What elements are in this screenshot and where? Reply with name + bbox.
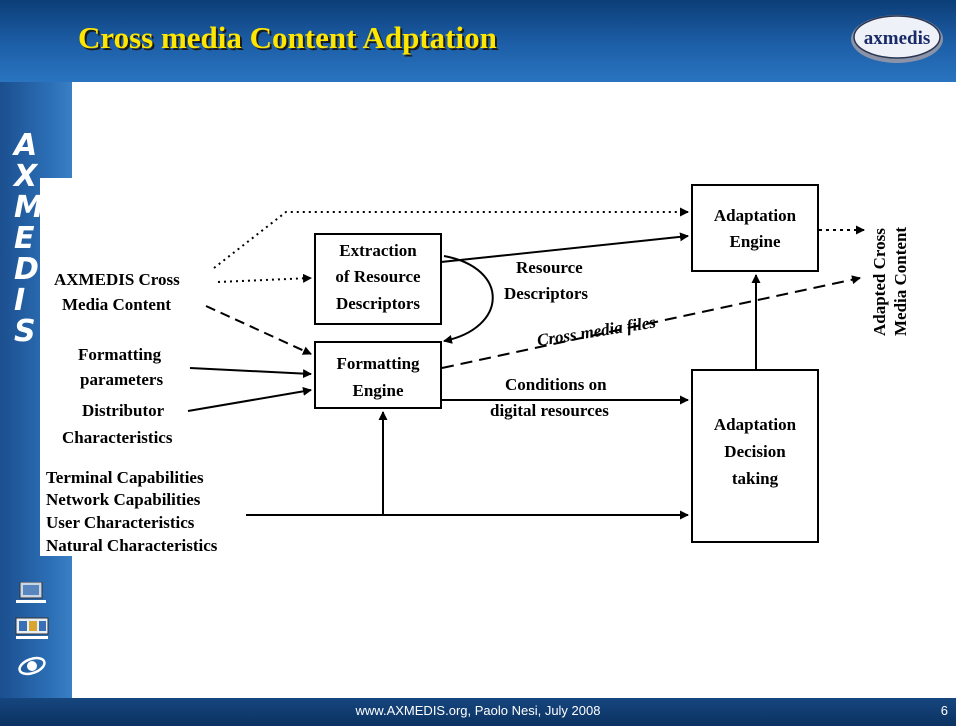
brand-letter: S [14,314,36,349]
input-distributor: Distributor [82,401,165,420]
adaptation-engine-line: Adaptation [714,206,797,225]
edge-label-conditions: Conditions on [505,375,607,394]
formatting-line: Engine [352,381,403,400]
input-formatting-params: parameters [80,370,163,389]
logo-text: axmedis [864,28,931,49]
extraction-line: Extraction [339,241,417,260]
output-label: Adapted Cross [870,228,889,336]
output-label: Media Content [891,227,910,336]
axmedis-logo: axmedis [851,15,943,63]
brand-letter: M [14,190,44,225]
formatting-line: Formatting [336,354,420,373]
input-capability: Terminal Capabilities [46,468,204,487]
arrow-cross-media-files [441,275,861,369]
brand-letter: I [14,283,26,318]
adaptation-diagram: Extraction of Resource Descriptors Forma… [40,178,912,556]
edge-label-conditions: digital resources [490,401,609,420]
brand-letter: A [14,128,38,163]
extraction-line: of Resource [335,267,421,286]
arrow-distributor-to-formatting [187,386,312,412]
slide-title: Cross media Content Adptation [78,20,497,55]
satellite-logo-icon [18,656,46,676]
sidebar-icons [15,582,49,676]
adaptation-engine-line: Engine [729,232,780,251]
computer-network-icon [16,582,46,603]
decision-line: Decision [724,442,786,461]
input-cross-content: AXMEDIS Cross [54,270,180,289]
brand-letter: E [14,221,35,256]
title-bar [0,0,956,82]
arrow-content-to-adaptation [213,207,689,269]
edge-label-resource: Descriptors [504,284,588,303]
extraction-box [314,233,442,325]
decision-line: Adaptation [714,415,797,434]
arrow-extraction-to-adaptation [440,232,689,263]
arrow-params-to-formatting [189,367,312,379]
arrow-content-to-formatting [205,305,312,355]
arrow-resource-descriptors-curve [443,255,494,344]
brand-letter: D [14,252,39,287]
set-top-box-icon [15,617,49,639]
vertical-brand: A X M E D I S [0,130,70,347]
footer-text: www.AXMEDIS.org, Paolo Nesi, July 2008 [355,703,601,718]
input-distributor: Characteristics [62,428,173,447]
adaptation-engine-box [691,184,819,272]
footer-bar [0,698,956,726]
input-capability: User Characteristics [46,513,195,532]
decision-line: taking [732,469,779,488]
input-cross-content: Media Content [62,295,171,314]
page-number: 6 [940,703,948,718]
decision-box [691,369,819,543]
formatting-engine-box [314,341,442,409]
extraction-line: Descriptors [336,294,420,313]
brand-letter: X [14,159,38,194]
input-capability: Natural Characteristics [46,536,218,555]
input-capability: Network Capabilities [46,490,201,509]
edge-label-resource: Resource [516,258,583,277]
input-formatting-params: Formatting [78,345,162,364]
